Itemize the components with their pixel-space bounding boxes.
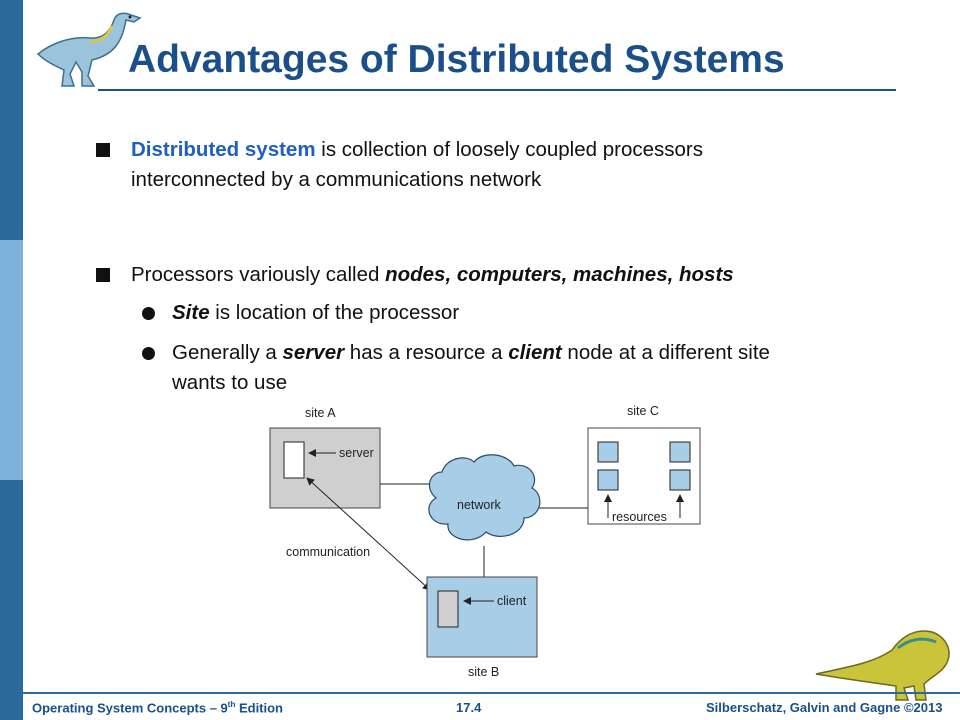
resource-box [669,469,691,491]
sub-bullet-server-client: Generally a server has a resource a clie… [172,338,892,398]
footer-edition-text: Edition [235,700,284,716]
client-box [437,590,459,628]
resource-box [669,441,691,463]
sub-bullet-text: Generally a [172,341,283,364]
sub-bullet-text-continued: wants to use [172,371,288,394]
site-c-label: site C [627,404,659,418]
title-divider [98,89,896,91]
bullet-text-continued: interconnected by a communications netwo… [131,168,542,191]
sub-bullet-marker [142,347,155,360]
left-accent-bar-light [0,240,23,480]
sub-bullet-site: Site is location of the processor [172,298,872,328]
site-b-label: site B [468,665,499,679]
term-client: client [508,341,562,364]
footer-divider [23,692,960,694]
communication-label: communication [286,545,370,559]
footer-page-number: 17.4 [456,700,482,715]
network-label: network [457,498,502,512]
server-box [283,441,305,479]
site-a-label: site A [305,406,336,420]
term-node-names: nodes, computers, machines, hosts [385,263,734,286]
resource-box [597,441,619,463]
term-server: server [282,341,345,364]
bullet-distributed-system: Distributed system is collection of loos… [131,135,851,195]
footer-edition-sup: th [227,700,236,709]
footer-book-title-text: Operating System Concepts – 9 [32,700,228,716]
communication-arrow [306,477,431,591]
sub-bullet-marker [142,307,155,320]
term-site: Site [172,301,210,324]
sub-bullet-text: node at a different site [561,341,770,364]
bullet-marker [96,143,110,157]
resource-box [597,469,619,491]
dinosaur-logo-icon [815,630,950,701]
footer-book-title: Operating System Concepts – 9th Edition [32,700,283,715]
sub-bullet-text: is location of the processor [209,301,460,324]
page-title: Advantages of Distributed Systems [128,38,785,81]
term-distributed-system: Distributed system [131,138,316,161]
bullet-lead: Processors variously called [131,263,386,286]
dinosaur-logo-icon [36,12,142,87]
client-label: client [497,594,527,608]
bullet-text: is collection of loosely coupled process… [315,138,703,161]
bullet-marker [96,268,110,282]
server-label: server [339,446,374,460]
distributed-system-diagram: server site A network resources site C c… [269,404,701,679]
sub-bullet-text: has a resource a [344,341,509,364]
footer-authors: Silberschatz, Galvin and Gagne ©2013 [706,700,943,715]
bullet-processors: Processors variously called nodes, compu… [131,260,891,290]
resources-label: resources [612,510,667,524]
